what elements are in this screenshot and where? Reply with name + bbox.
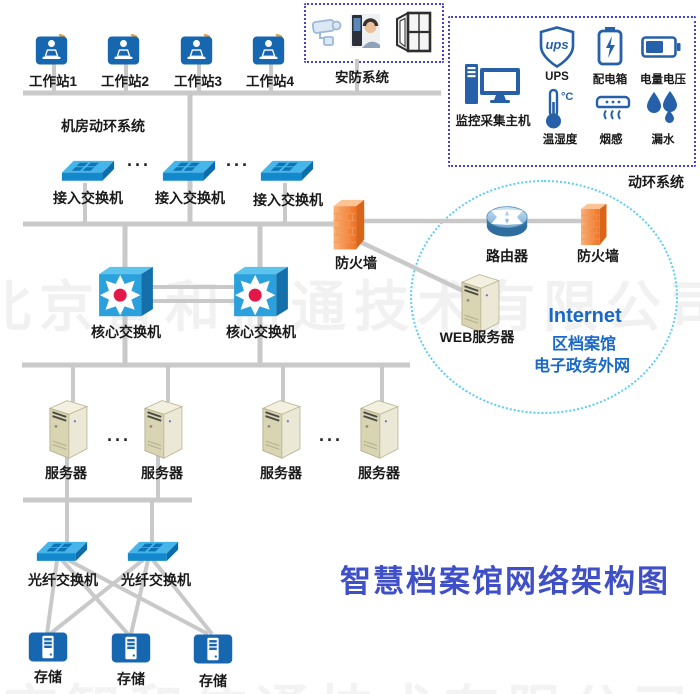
fiber-switch-icon [36, 541, 88, 561]
storage-icon [111, 633, 151, 663]
server-icon [359, 399, 399, 460]
ellipsis: ··· [319, 430, 343, 450]
access-switch-label: 接入交换机 [53, 190, 123, 206]
workstation-label: 工作站4 [245, 74, 295, 89]
ellipsis: ··· [226, 155, 250, 175]
workstation-icon [35, 34, 68, 66]
leak-label: 漏水 [651, 134, 675, 146]
storage-label: 存储 [199, 673, 227, 689]
voltage-label: 电量电压 [640, 74, 686, 86]
ellipsis: ··· [127, 155, 151, 175]
web-server-icon [460, 273, 501, 334]
access-switch-icon [162, 160, 216, 181]
server-icon [261, 399, 301, 460]
internet-cloud-circle [410, 180, 678, 414]
firewall-label: 防火墙 [577, 248, 619, 264]
face-recognition-icon [350, 14, 380, 48]
ups-icon [539, 26, 575, 68]
router-icon [487, 207, 527, 237]
server-label: 服务器 [141, 465, 183, 481]
connection-lines [22, 59, 582, 636]
archive-label: 区档案馆 [551, 336, 617, 353]
workstation-icon [107, 34, 140, 66]
core-switch-icon [234, 267, 288, 316]
server-label: 服务器 [45, 465, 87, 481]
core-switch-icon [99, 267, 153, 316]
power-box-label: 配电箱 [592, 74, 628, 86]
ellipsis: ··· [107, 430, 131, 450]
server-label: 服务器 [260, 465, 302, 481]
storage-label: 存储 [117, 671, 145, 687]
access-switch-icon [61, 160, 115, 181]
workstation-label: 工作站1 [28, 74, 78, 89]
power-box-icon [597, 26, 623, 66]
web-server-label: WEB服务器 [439, 329, 515, 345]
storage-icon [28, 632, 68, 662]
workstation-label: 工作站2 [100, 74, 150, 89]
monitor-host-icon [465, 64, 520, 104]
server-icon [143, 399, 183, 460]
access-switch-label: 接入交换机 [253, 192, 323, 208]
workstation-icon [180, 34, 213, 66]
fiber-switch-label: 光纤交换机 [121, 572, 191, 588]
workstation-icon [252, 34, 285, 66]
donghuan-system-box [448, 16, 696, 167]
server-label: 服务器 [358, 465, 400, 481]
battery-icon [641, 36, 681, 58]
fiber-switch-label: 光纤交换机 [28, 572, 98, 588]
egov-extranet-label: 电子政务外网 [533, 358, 631, 375]
window-icon [395, 11, 432, 53]
thermometer-icon [544, 88, 575, 130]
donghuan-group-label: 动环系统 [628, 174, 684, 190]
storage-icon [193, 634, 233, 664]
smoke-detector-icon [595, 95, 631, 121]
ups-label: UPS [545, 71, 569, 83]
router-label: 路由器 [486, 248, 528, 264]
water-drops-icon [647, 91, 677, 123]
access-switch-label: 接入交换机 [155, 190, 225, 206]
server-icon [48, 399, 88, 460]
monitor-host-label: 监控采集主机 [455, 114, 531, 128]
core-switch-label: 核心交换机 [91, 324, 161, 340]
access-switch-icon [260, 160, 314, 181]
page-title: 智慧档案馆网络架构图 [340, 564, 670, 599]
core-switch-label: 核心交换机 [226, 324, 296, 340]
cctv-camera-icon [311, 18, 342, 46]
fiber-switch-icon [127, 541, 179, 561]
firewall-icon [580, 203, 607, 246]
workstation-label: 工作站3 [173, 74, 223, 89]
firewall-label: 防火墙 [335, 255, 377, 271]
smoke-label: 烟感 [599, 134, 623, 146]
room-env-label: 机房动环系统 [61, 118, 145, 134]
security-system-box [304, 3, 444, 63]
firewall-icon [333, 199, 365, 250]
internet-label: Internet [548, 305, 622, 327]
security-group-label: 安防系统 [335, 70, 389, 85]
storage-label: 存储 [34, 669, 62, 685]
temp-humidity-label: 温湿度 [542, 134, 578, 146]
